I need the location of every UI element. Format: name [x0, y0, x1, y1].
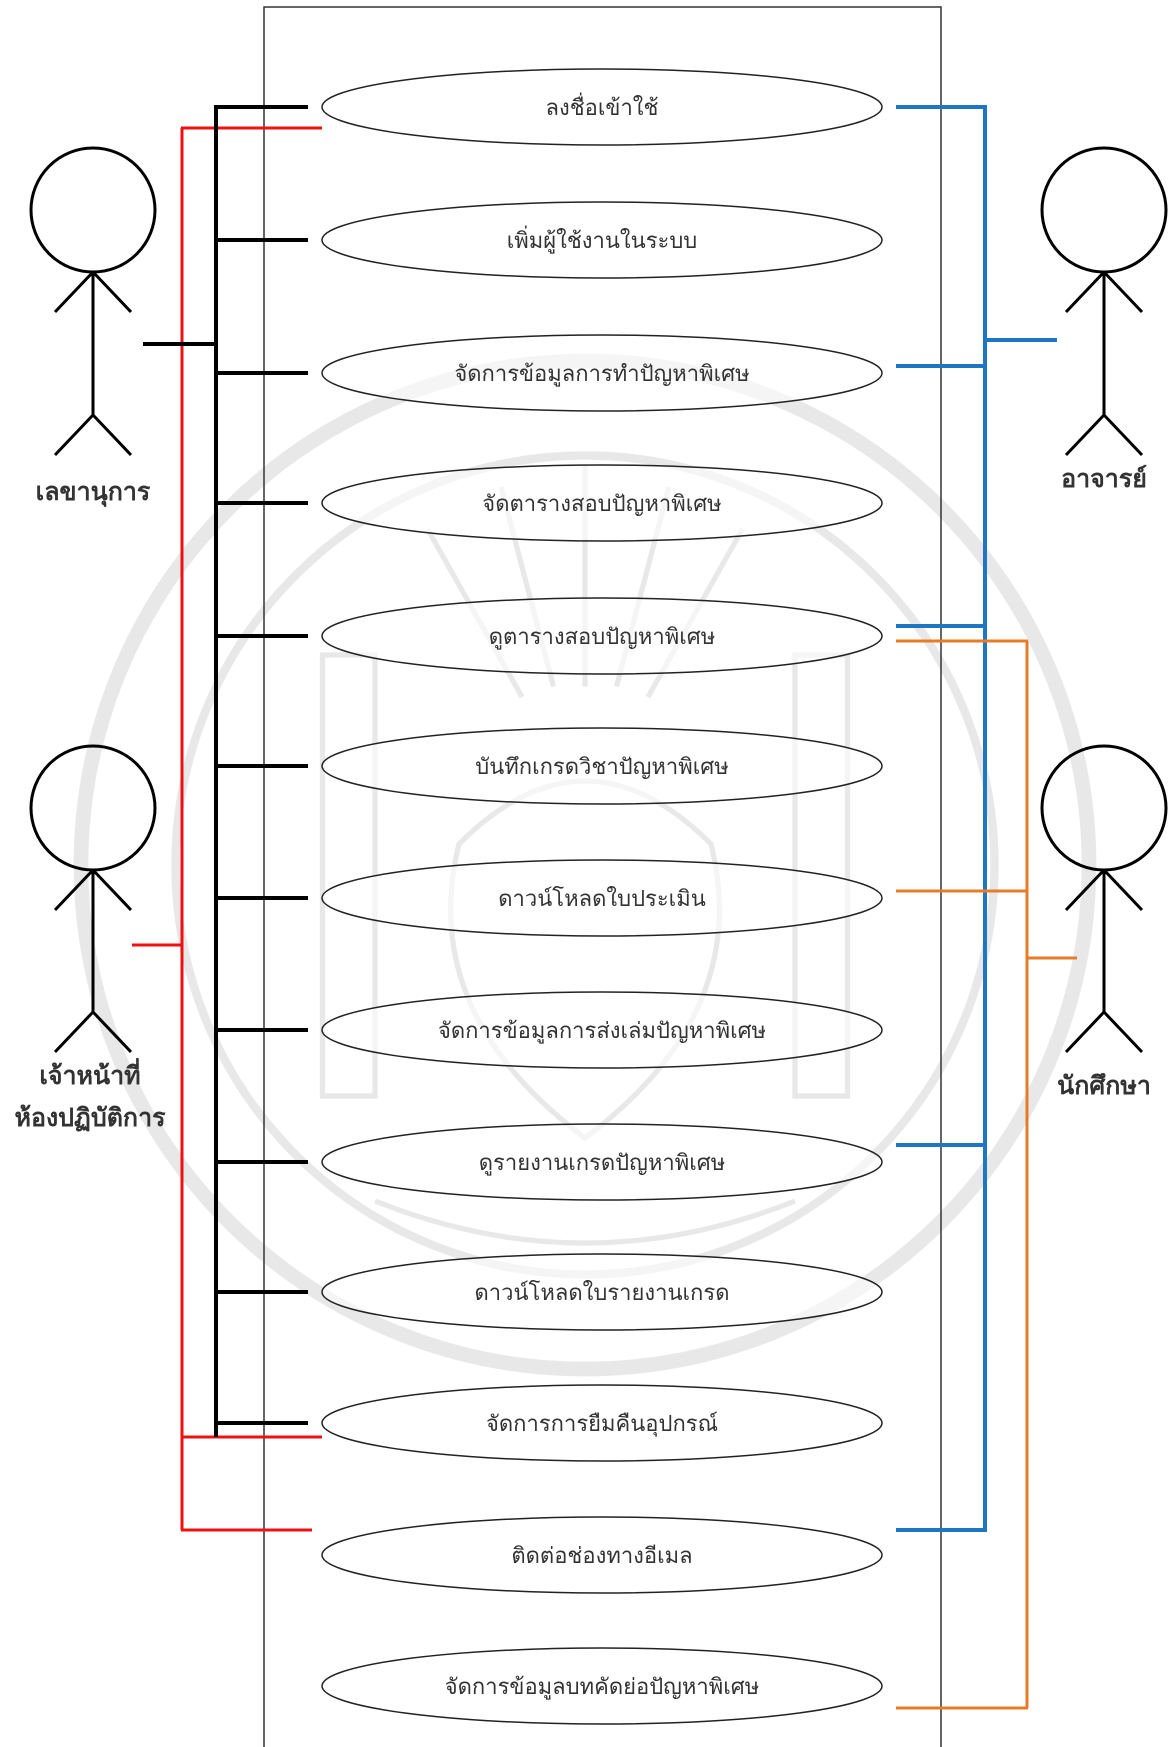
use-case-ellipse: [321, 1253, 883, 1331]
actor-lab-staff: เจ้าหน้าที่ ห้องปฏิบัติการ: [14, 744, 166, 1132]
use-case-ellipse: [321, 859, 883, 937]
use-case-11: จัดการการยืมคืนอุปกรณ์: [321, 1384, 883, 1462]
use-case-label: จัดการข้อมูลบทคัดย่อปัญหาพิเศษ: [445, 1675, 760, 1700]
association-lines: [132, 105, 1077, 1710]
use-case-label: ดูรายงานเกรดปัญหาพิเศษ: [479, 1151, 725, 1176]
use-case-ellipse: [321, 464, 883, 542]
use-case-1: ลงชื่อเข้าใช้: [321, 68, 883, 146]
use-case-label: ลงชื่อเข้าใช้: [546, 92, 659, 121]
actor-label-secretary: เลขานุการ: [36, 477, 151, 508]
actor-label-teacher: อาจารย์: [1061, 464, 1147, 493]
use-case-6: บันทึกเกรดวิชาปัญหาพิเศษ: [321, 727, 883, 805]
use-case-9: ดูรายงานเกรดปัญหาพิเศษ: [321, 1123, 883, 1201]
use-case-label: ดูตารางสอบปัญหาพิเศษ: [489, 625, 716, 650]
use-case-label: จัดการข้อมูลการทำปัญหาพิเศษ: [454, 362, 749, 387]
use-case-ellipse: [321, 1516, 883, 1594]
use-case-label: จัดการข้อมูลการส่งเล่มปัญหาพิเศษ: [438, 1019, 766, 1044]
use-case-ellipse: [321, 1384, 883, 1462]
use-case-list: ลงชื่อเข้าใช้เพิ่มผู้ใช้งานในระบบจัดการข…: [321, 68, 883, 1725]
use-case-label: จัดตารางสอบปัญหาพิเศษ: [482, 492, 721, 517]
use-case-ellipse: [321, 334, 883, 412]
use-case-4: จัดตารางสอบปัญหาพิเศษ: [321, 464, 883, 542]
use-case-ellipse: [321, 991, 883, 1069]
use-case-ellipse: [321, 727, 883, 805]
use-case-ellipse: [321, 1647, 883, 1725]
use-case-label: ดาวน์โหลดใบประเมิน: [498, 886, 706, 912]
use-case-ellipse: [321, 1123, 883, 1201]
stick-figure-icon: [1040, 744, 1168, 1054]
use-case-label: ดาวน์โหลดใบรายงานเกรด: [475, 1280, 730, 1306]
use-case-label: จัดการการยืมคืนอุปกรณ์: [486, 1412, 718, 1437]
use-case-5: ดูตารางสอบปัญหาพิเศษ: [321, 597, 883, 675]
stick-figure-icon: [1040, 146, 1168, 457]
use-case-ellipse: [321, 201, 883, 279]
use-case-label: เพิ่มผู้ใช้งานในระบบ: [507, 225, 698, 254]
use-case-label: บันทึกเกรดวิชาปัญหาพิเศษ: [475, 755, 728, 780]
stick-figure-icon: [29, 146, 157, 457]
actor-secretary: เลขานุการ: [29, 146, 157, 508]
actor-label-student: นักศึกษา: [1057, 1071, 1151, 1100]
use-case-13: จัดการข้อมูลบทคัดย่อปัญหาพิเศษ: [321, 1647, 883, 1725]
use-case-ellipse: [321, 68, 883, 146]
use-case-8: จัดการข้อมูลการส่งเล่มปัญหาพิเศษ: [321, 991, 883, 1069]
use-case-ellipse: [321, 597, 883, 675]
use-case-10: ดาวน์โหลดใบรายงานเกรด: [321, 1253, 883, 1331]
stick-figure-icon: [29, 744, 157, 1054]
system-boundary: [263, 6, 942, 1747]
use-case-12: ติดต่อช่องทางอีเมล: [321, 1516, 883, 1594]
actor-student: นักศึกษา: [1040, 744, 1168, 1100]
actor-teacher: อาจารย์: [1040, 146, 1168, 493]
actor-label-lab-staff-line2: ห้องปฏิบัติการ: [14, 1103, 166, 1132]
use-case-2: เพิ่มผู้ใช้งานในระบบ: [321, 201, 883, 279]
use-case-3: จัดการข้อมูลการทำปัญหาพิเศษ: [321, 334, 883, 412]
use-case-label: ติดต่อช่องทางอีเมล: [511, 1544, 692, 1569]
use-case-7: ดาวน์โหลดใบประเมิน: [321, 859, 883, 937]
actor-label-lab-staff-line1: เจ้าหน้าที่: [39, 1058, 140, 1090]
